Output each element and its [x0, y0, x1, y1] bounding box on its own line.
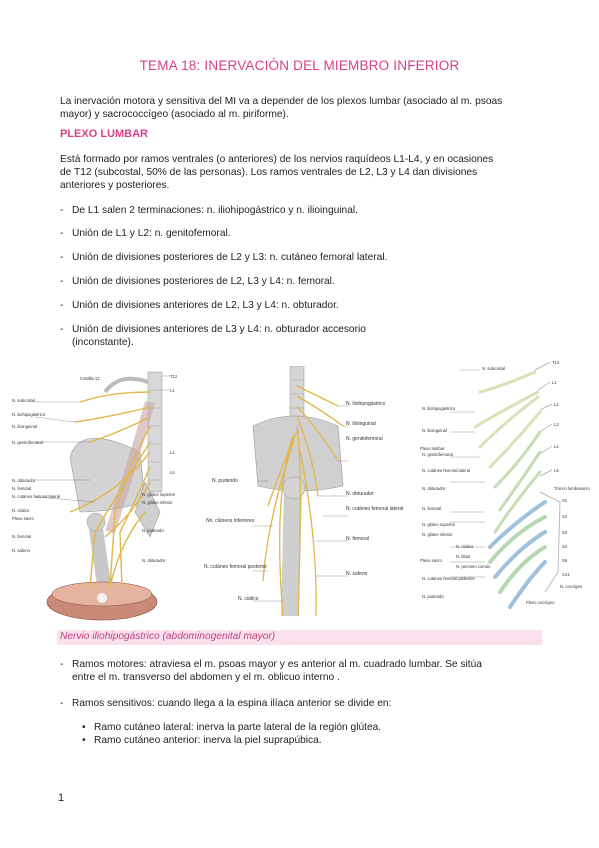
fig1-label-rib: Costilla 12	[80, 376, 100, 381]
page-title: TEMA 18: INERVACIÓN DEL MIEMBRO INFERIOR	[139, 58, 460, 73]
fig3-label-obturador: N. obturador	[422, 486, 446, 491]
fig1-label-genitofemoral: N. genitofemoral	[12, 440, 43, 445]
intro-line-2: mayor) y sacrococcígeo (asociado al m. p…	[60, 109, 289, 120]
fig3-label-genitofemoral: N. genitofemoral	[422, 452, 453, 457]
plexus-schematic-illustration	[450, 361, 561, 609]
fig3-label-pudendo: N. pudendo	[422, 594, 444, 599]
fig2-label-clunios: Nn. clúneos inferiores	[206, 518, 255, 524]
fig3-label-subcostal: N. subcostal	[482, 366, 506, 371]
intro-paragraph: La inervación motora y sensitiva del MI …	[60, 95, 502, 121]
fig3-label-coccigeo: N. coccígeo	[560, 584, 583, 589]
fig2-label-ilioinguinal: N. ilioinguinal	[346, 421, 376, 427]
fig1-label-obturador: N. obturador	[12, 478, 36, 483]
fig1-label-subcostal: N. subcostal	[12, 398, 36, 403]
fig2-label-pudendo: N. pudendo	[212, 478, 238, 484]
fig1-label-safeno: N. safeno	[12, 548, 30, 553]
fig2-label-femoral: N. femoral	[346, 536, 370, 542]
fig2-label-cutaneo-posterior: N. cutáneo femoral posterior	[204, 564, 268, 570]
fig3-label-s3: S3	[562, 530, 568, 535]
fig3-label-co1: Co1	[562, 572, 570, 577]
fig3-label-l1: L1	[552, 380, 557, 385]
fig1-label-gluteo-inferior: N. glúteo inferior	[142, 500, 173, 505]
fig3-label-cutaneo-lateral: N. cutáneo femoral lateral	[422, 468, 470, 473]
fig1-label-obturador-2: N. obturador	[142, 558, 166, 563]
plexo-line-2: de T12 (subcostal, 50% de las personas).…	[60, 167, 478, 178]
figure-plexus-schematic: T12 L1 L2 L3 L4 L5 S1 S2 S3 S4 S5 Co1 N.…	[420, 360, 590, 624]
plexo-line-3: anteriores y posteriores.	[60, 180, 170, 191]
fig3-label-plexo-sacro: Plexo sacro	[420, 558, 442, 563]
fig1-label-plexo-sacro: Plexo sacro	[12, 516, 34, 521]
fig3-label-l5: L5	[554, 468, 559, 473]
fig3-label-ciatico: N. ciático	[456, 544, 474, 549]
figure-posterior-plexus: N. iliohipogástrico N. ilioinguinal N. g…	[198, 365, 403, 624]
fig3-label-tronco: Tronco lumbosacro	[554, 486, 590, 491]
fig2-label-obturador: N. obturador	[346, 491, 374, 497]
fig1-label-t12: T12	[170, 374, 178, 379]
subsection-highlight: Nervio iliohipogástrico (abdominogenital…	[57, 630, 542, 645]
fig3-label-peroneo: N. peroneo común	[456, 564, 491, 569]
fig3-label-s4: S4	[562, 544, 568, 549]
fig3-label-cutaneo-posterior: N. cutáneo femoral posterior	[422, 576, 475, 581]
fig3-label-tibial: N. tibial	[456, 554, 470, 559]
subsection-title: Nervio iliohipogástrico (abdominogenital…	[60, 631, 276, 642]
intro-line-1: La inervación motora y sensitiva del MI …	[60, 96, 503, 107]
fig1-label-pudendo: N. pudendo	[142, 528, 164, 533]
fig3-label-gluteo-superior: N. glúteo superior	[422, 522, 456, 527]
fig2-label-iliohipogastrico: N. iliohipogástrico	[346, 401, 386, 407]
fig3-label-t12: T12	[552, 360, 560, 365]
fig3-label-s2: S2	[562, 514, 568, 519]
fig1-label-femoral: N. femoral	[12, 486, 32, 491]
fig1-label-ilioinguinal: N. ilioinguinal	[12, 424, 37, 429]
fig1-label-iliohipogastrico: N. iliohipogástrico	[12, 412, 46, 417]
fig3-label-l2: L2	[554, 402, 559, 407]
fig2-label-genitofemoral: N. genitofemoral	[346, 436, 383, 442]
fig3-label-iliohipogastrico: N. iliohipogástrico	[422, 406, 456, 411]
plexo-line-1: Está formado por ramos ventrales (o ante…	[60, 154, 494, 165]
fig3-label-plexo-coccigeo: Plexo coccígeo	[526, 600, 555, 605]
fig1-label-gluteo-superior: N. glúteo superior	[142, 492, 176, 497]
fig1-label-l5: L5	[170, 470, 175, 475]
fig2-label-ciatico: N. ciático	[238, 596, 259, 602]
fig1-label-cutaneo-lateral: N. cutáneo femoral lateral	[12, 494, 60, 499]
fig3-label-l3: L3	[554, 422, 559, 427]
fig3-label-s5: S5	[562, 558, 568, 563]
fig1-label-femoral-2: N. femoral	[12, 534, 32, 539]
fig3-label-l4: L4	[554, 444, 559, 449]
anterior-plexus-illustration	[34, 371, 170, 621]
fig1-label-ciatico: N. ciático	[12, 508, 30, 513]
fig1-label-l4: L4	[170, 450, 175, 455]
fig3-label-plexo-lumbar: Plexo lumbar	[420, 446, 445, 451]
fig2-label-safeno: N. safeno	[346, 571, 368, 577]
section-heading: PLEXO LUMBAR	[60, 128, 148, 140]
posterior-plexus-illustration	[252, 365, 348, 617]
fig3-label-femoral: N. femoral	[422, 506, 442, 511]
fig3-label-s1: S1	[562, 498, 568, 503]
anatomy-figures: Costilla 12 T12 L1 N. subcostal N. ilioh…	[0, 360, 599, 624]
figure-anterior-plexus: Costilla 12 T12 L1 N. subcostal N. ilioh…	[10, 362, 195, 624]
fig3-label-gluteo-inferior: N. glúteo inferior	[422, 532, 453, 537]
fig1-label-l1: L1	[170, 388, 175, 393]
plexo-description: Está formado por ramos ventrales (o ante…	[60, 153, 493, 192]
fig3-label-ilioinguinal: N. ilioinguinal	[422, 428, 447, 433]
fig2-label-cutaneo-lateral: N. cutáneo femoral lateral	[346, 506, 404, 512]
page-number: 1	[58, 792, 65, 804]
